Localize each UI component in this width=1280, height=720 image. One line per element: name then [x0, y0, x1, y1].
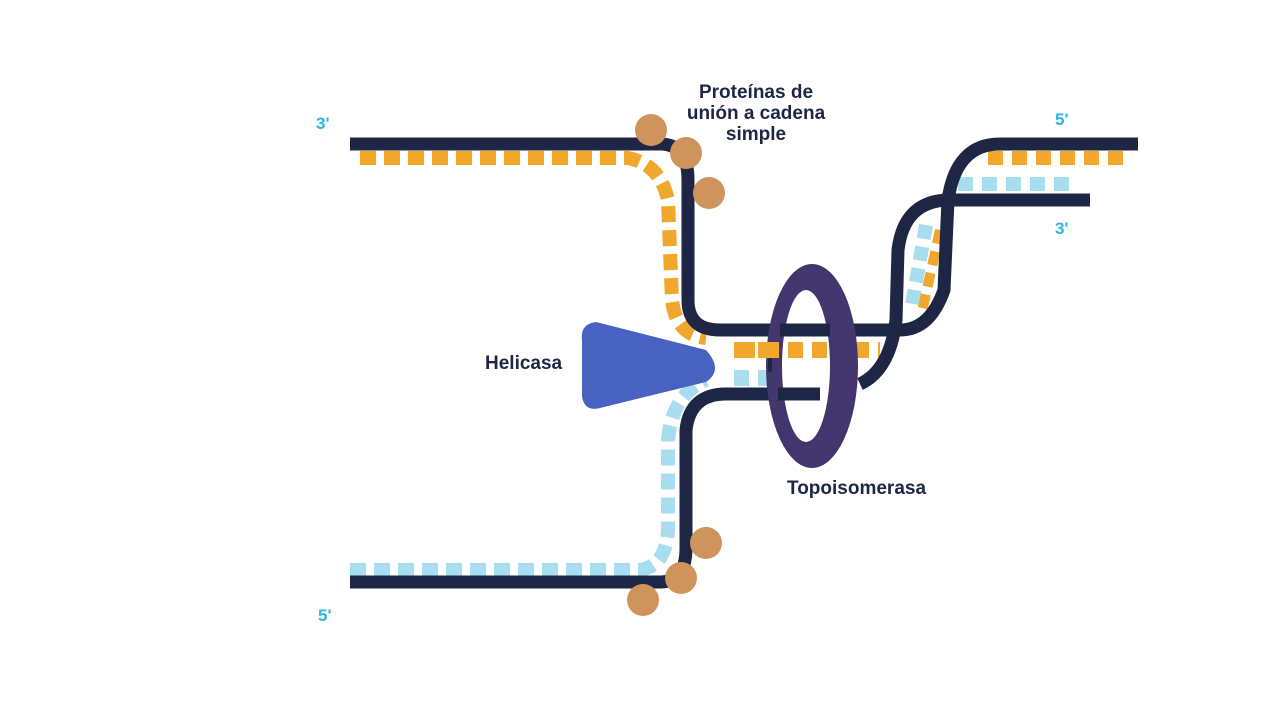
helicase-label: Helicasa	[485, 353, 563, 374]
ssb-proteins-top	[635, 114, 725, 209]
ssb-protein	[693, 177, 725, 209]
ssb-label-line3: simple	[725, 124, 787, 145]
end-label-right-lower: 3'	[1055, 219, 1069, 238]
helicase-enzyme	[581, 322, 715, 409]
ssb-proteins-bottom	[627, 527, 722, 616]
end-label-top-left: 3'	[316, 114, 330, 133]
ssb-protein	[627, 584, 659, 616]
ssb-proteins-label: Proteínas de unión a cadena simple	[676, 82, 836, 145]
right-helix-bases	[905, 151, 1125, 314]
upper-backbone	[350, 137, 1138, 337]
ssb-protein	[665, 562, 697, 594]
end-label-bottom-left: 5'	[318, 606, 332, 625]
lower-backbone	[350, 193, 1090, 589]
topoisomerase-ring	[740, 264, 858, 468]
end-label-right-upper: 5'	[1055, 110, 1069, 129]
topoisomerase-label: Topoisomerasa	[787, 478, 927, 499]
ssb-label-line2: unión a cadena	[686, 103, 826, 124]
ssb-protein	[635, 114, 667, 146]
ssb-label-line1: Proteínas de	[698, 82, 814, 103]
ssb-protein	[670, 137, 702, 169]
lower-strand-bases	[350, 370, 822, 577]
ssb-protein	[690, 527, 722, 559]
